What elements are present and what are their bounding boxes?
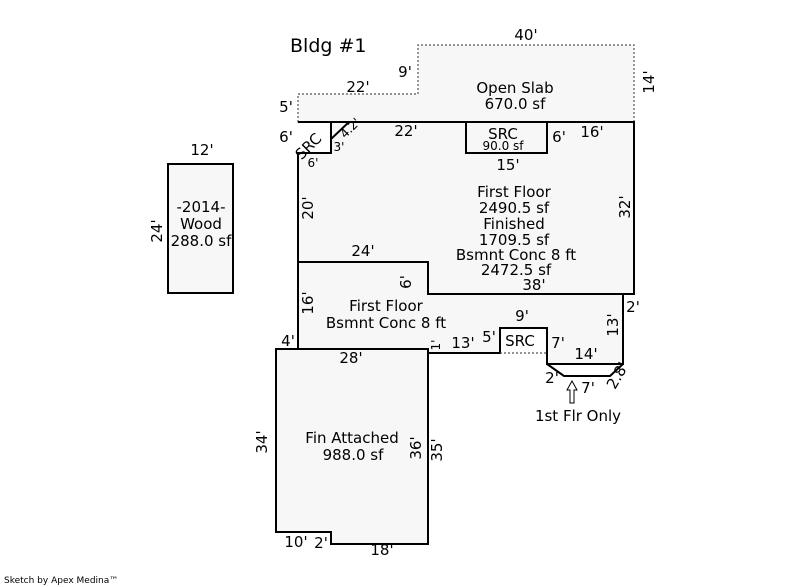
dim-22b: 22' (394, 122, 417, 140)
dim-6d: 6' (397, 275, 415, 289)
up-arrow-icon (566, 379, 578, 404)
src-top-label: SRC (488, 125, 518, 143)
dim-12: 12' (190, 141, 213, 159)
dim-7a: 7' (551, 334, 565, 352)
lower-label-2: Bsmnt Conc 8 ft (326, 314, 446, 332)
dim-3: 3' (334, 140, 345, 154)
main-label-5: Bsmnt Conc 8 ft (456, 246, 576, 264)
shed-outline (167, 163, 234, 294)
dim-4: 4' (281, 332, 295, 350)
dim-32: 32' (616, 195, 634, 218)
dim-13a: 13' (604, 313, 622, 336)
dim-10: 10' (284, 533, 307, 551)
dim-22a: 22' (346, 78, 369, 96)
shed-label-1: -2014- (177, 198, 226, 216)
dim-6a: 6' (279, 128, 293, 146)
dim-9: 9' (398, 63, 412, 81)
open-slab-area-value: 670.0 sf (485, 95, 547, 113)
first-floor-divider (298, 261, 623, 295)
dim-15: 15' (496, 156, 519, 174)
dim-16b: 16' (299, 291, 317, 314)
src-top-box (465, 122, 548, 154)
src-left-corner (330, 121, 350, 153)
dim-1: 1' (429, 340, 443, 351)
dim-36: 36' (407, 436, 425, 459)
lower-label-1: First Floor (349, 297, 423, 315)
shed-label-3: 288.0 sf (171, 232, 233, 250)
dim-2b: 2' (545, 369, 559, 387)
dim-38: 38' (522, 276, 545, 294)
dim-2a: 2' (626, 298, 640, 316)
dim-34: 34' (253, 430, 271, 453)
garage-outline (275, 348, 429, 545)
main-label-3: Finished (483, 215, 544, 233)
bay-outline (546, 363, 624, 377)
dim-5b: 5' (482, 328, 496, 346)
main-label-6: 2472.5 sf (481, 261, 552, 279)
main-label-4: 1709.5 sf (479, 231, 550, 249)
garage-label-2: 988.0 sf (323, 446, 385, 464)
shed-label-2: Wood (180, 215, 222, 233)
dim-28: 28' (339, 349, 362, 367)
dim-5: 5' (279, 98, 293, 116)
dim-14: 14' (640, 70, 658, 93)
main-label-2: 2490.5 sf (479, 199, 550, 217)
dim-18: 18' (370, 541, 393, 559)
dim-14b: 14' (574, 345, 597, 363)
main-house-outline (297, 121, 635, 365)
dim-16a: 16' (580, 123, 603, 141)
src-top-area: 90.0 sf (482, 139, 524, 153)
dim-13b: 13' (451, 334, 474, 352)
dim-7b: 7' (581, 379, 595, 397)
dim-35: 35' (428, 438, 446, 461)
dim-24a: 24' (351, 242, 374, 260)
open-slab-label: Open Slab (476, 79, 553, 97)
dim-9b: 9' (515, 307, 529, 325)
dim-6b: 6' (552, 128, 566, 146)
building-title: Bldg #1 (290, 35, 366, 57)
dim-6c: 6' (308, 156, 319, 170)
dim-40: 40' (514, 26, 537, 44)
dim-2c: 2' (314, 534, 328, 552)
src-small-label: SRC (505, 332, 535, 350)
sketch-credit: Sketch by Apex Medina™ (4, 576, 118, 586)
main-label-1: First Floor (477, 183, 551, 201)
first-floor-only-label: 1st Flr Only (535, 407, 621, 425)
garage-label-1: Fin Attached (305, 429, 398, 447)
dim-24b: 24' (148, 219, 166, 242)
dim-20: 20' (299, 196, 317, 219)
